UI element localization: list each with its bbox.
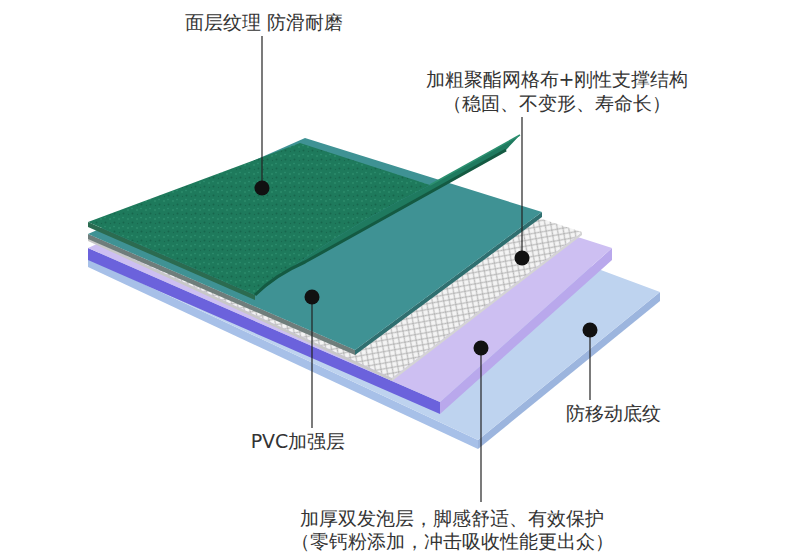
leader-line [480,348,481,502]
callout-label: （零钙粉添加，冲击吸收性能更出众） [291,530,614,552]
leader-line [261,36,262,188]
callout-dot [305,290,320,305]
callout-label: 加粗聚酯网格布+刚性支撑结构 [426,68,689,90]
pvc-layer [88,138,542,355]
leader-line [589,330,590,400]
callout-dot [515,251,530,266]
callout-label: （稳固、不变形、寿命长） [443,92,671,114]
callout-dot [255,181,270,196]
callout-label: PVC加强层 [251,430,346,452]
leader-line [311,297,312,428]
callout-label: 面层纹理 防滑耐磨 [185,11,343,33]
callout-dot [583,323,598,338]
callout-label: 加厚双发泡层，脚感舒适、有效保护 [300,507,604,529]
callout-dot [474,341,489,356]
leader-line [521,117,522,258]
callout-label: 防移动底纹 [566,402,661,424]
top-layer [88,135,520,300]
